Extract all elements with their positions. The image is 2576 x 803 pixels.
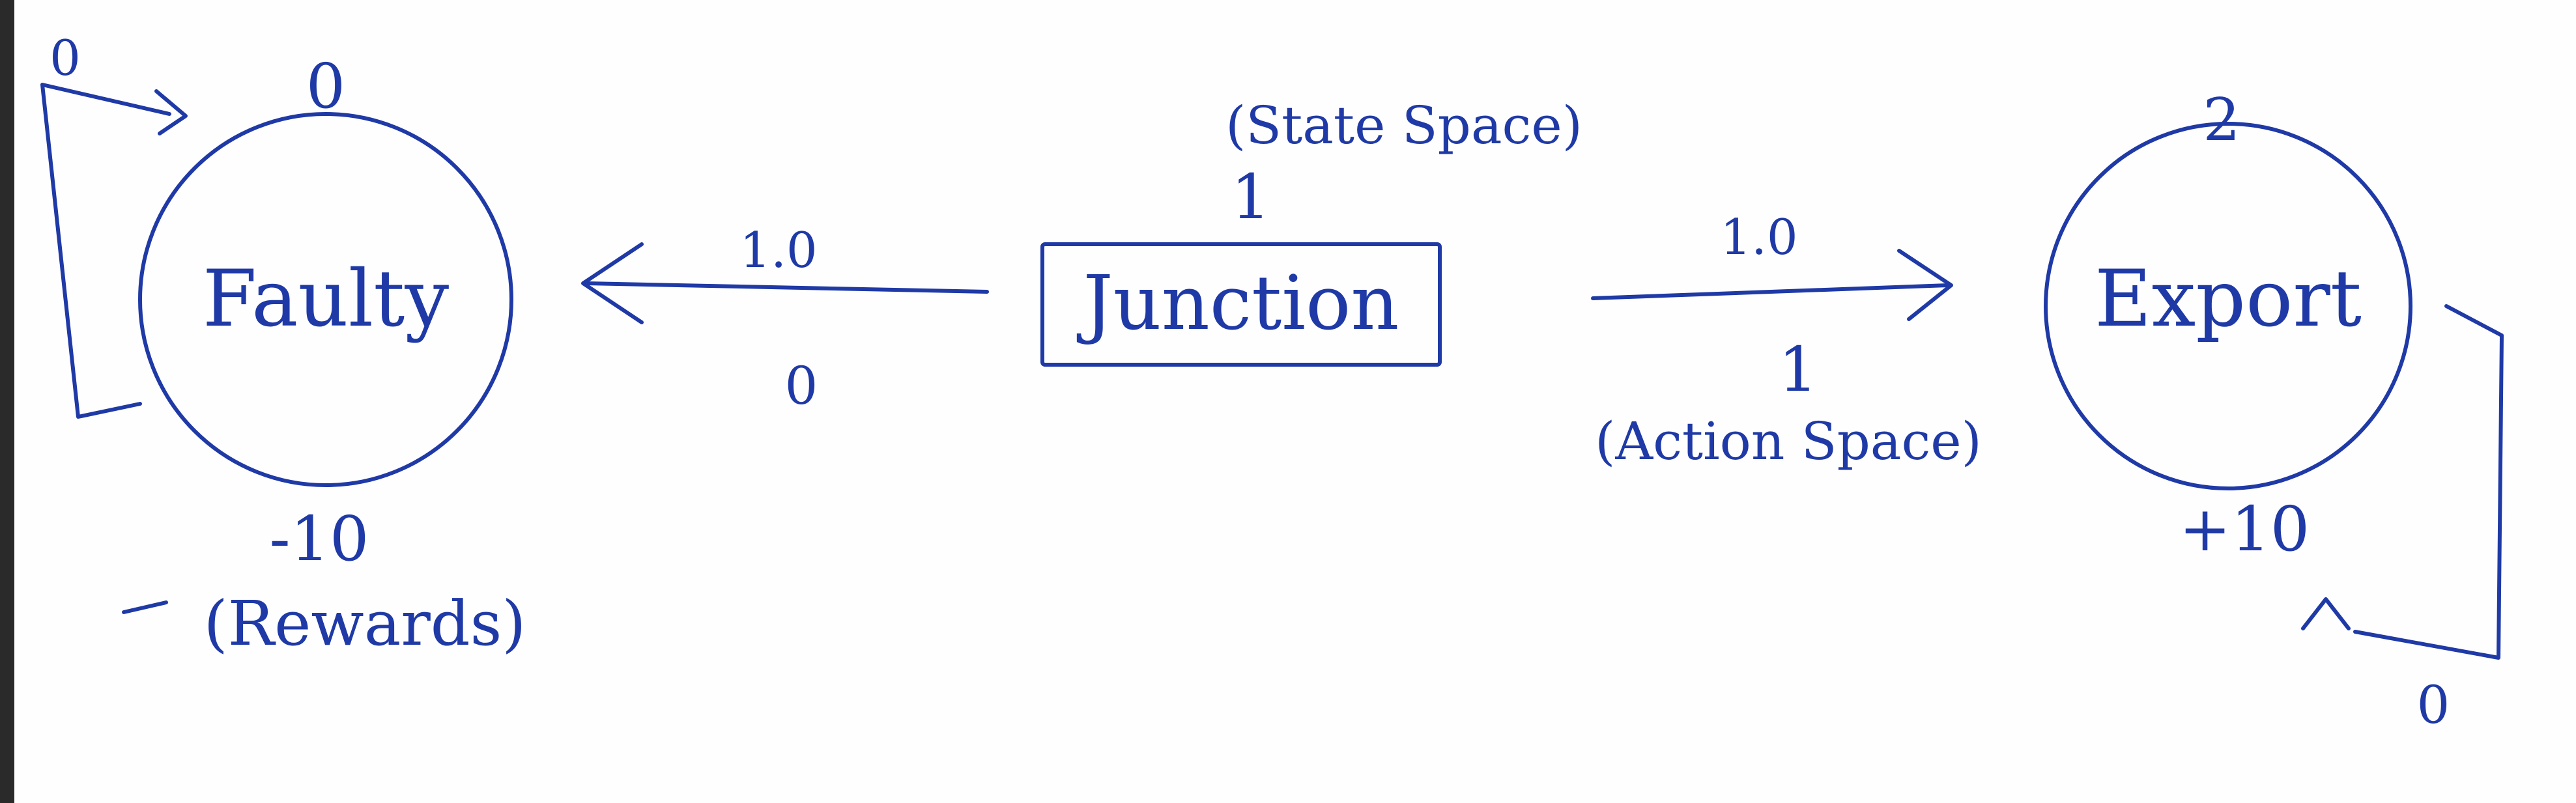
junction-to-faulty-arrowhead [581,242,644,324]
faulty-self-loop-action: 0 [50,29,81,87]
export-self-loop-arrowhead [2301,597,2351,630]
export-state-id: 2 [2203,86,2240,154]
faulty-state-id: 0 [306,51,345,122]
export-reward: +10 [2179,494,2310,565]
export-self-loop[interactable] [2353,304,2504,660]
export-state-circle[interactable] [2044,122,2412,490]
junction-to-faulty-arrow[interactable] [584,281,989,294]
junction-state-label: Junction [1077,260,1399,347]
faulty-reward: -10 [270,503,369,575]
junction-to-export-action: 1 [1779,334,1818,406]
export-state-label: Export [2095,254,2362,345]
rewards-annotation: (Rewards) [204,588,526,660]
rewards-pointer [122,600,168,614]
junction-to-faulty-probability: 1.0 [739,221,817,279]
junction-to-export-arrowhead [1897,249,1953,321]
faulty-state-circle[interactable] [138,112,513,487]
faulty-state-label: Faulty [203,254,450,345]
export-self-loop-action: 0 [2417,675,2450,735]
faulty-self-loop-arrowhead [154,89,188,135]
page-edge [0,0,14,803]
junction-state-id: 1 [1231,162,1270,233]
junction-to-faulty-action: 0 [785,356,818,416]
junction-to-export-arrow[interactable] [1591,283,1950,300]
junction-to-export-probability: 1.0 [1720,208,1797,266]
action-space-annotation: (Action Space) [1595,411,1982,472]
junction-state-box[interactable] [1040,242,1442,367]
state-space-annotation: (State Space) [1225,95,1582,156]
faulty-self-loop[interactable] [40,83,171,419]
